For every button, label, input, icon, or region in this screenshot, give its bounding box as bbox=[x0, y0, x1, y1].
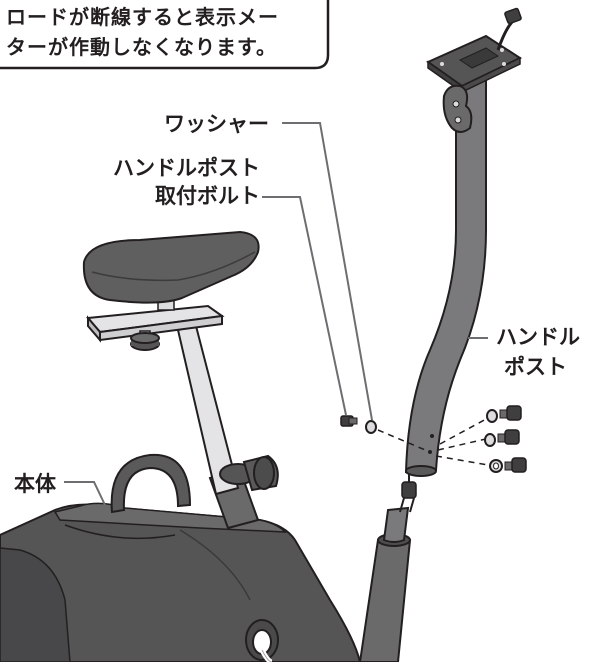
cable-connector bbox=[399, 470, 417, 513]
warning-callout-box bbox=[0, 0, 330, 70]
warning-callout: ロードが断線すると表示メー ターが作動しなくなります。 bbox=[6, 2, 326, 62]
handle-post-label-line-1: ハンドル bbox=[496, 325, 580, 349]
callout-line-1: ロードが断線すると表示メー bbox=[6, 5, 279, 29]
post-bracket bbox=[442, 84, 473, 133]
callout-line-2: ターが作動しなくなります。 bbox=[6, 35, 277, 59]
seat-clamp-knob bbox=[130, 330, 160, 351]
handle-post-label: ハンドル ポスト bbox=[496, 322, 580, 382]
carry-handle bbox=[110, 453, 192, 514]
washer-label: ワッシャー bbox=[164, 112, 269, 136]
handle-post bbox=[404, 76, 487, 474]
seat-adjust-knob bbox=[219, 454, 279, 492]
right-bolt-top bbox=[486, 405, 522, 423]
handle-post-bolt-label-line-2: 取付ボルト bbox=[155, 184, 260, 208]
console-cable bbox=[496, 21, 514, 51]
handle-post-bolt-label: ハンドルポスト 取付ボルト bbox=[100, 154, 260, 210]
body-label: 本体 bbox=[14, 472, 56, 496]
seat-cushion bbox=[82, 230, 260, 304]
left-bolt bbox=[340, 415, 358, 427]
console-mount-plate bbox=[425, 34, 523, 94]
leader-lines bbox=[64, 122, 488, 506]
frame-riser-tube bbox=[358, 534, 412, 663]
alignment-dashes bbox=[377, 417, 495, 467]
right-bolt-middle bbox=[484, 429, 520, 447]
right-bolt-bottom bbox=[489, 457, 527, 473]
left-washer bbox=[365, 420, 377, 434]
handle-post-label-line-2: ポスト bbox=[504, 355, 567, 379]
cable-port bbox=[245, 619, 279, 665]
handle-post-bolt-label-line-1: ハンドルポスト bbox=[113, 156, 260, 180]
